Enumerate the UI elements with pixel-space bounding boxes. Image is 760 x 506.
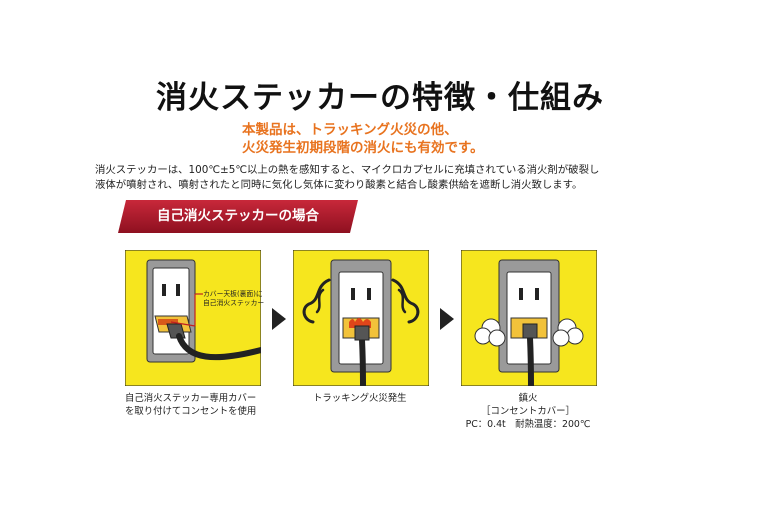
highlight-line-1: 本製品は、トラッキング火災の他、 <box>242 122 458 138</box>
description-line-2: 液体が噴射され、噴射されたと同時に気化し気体に変わり酸素と結合し酸素供給を遮断し… <box>95 178 583 191</box>
step-3-caption: 鎮火 ［コンセントカバー］ PC：0.4t 耐熱温度：200℃ <box>448 392 608 431</box>
step-3-caption-line-2: ［コンセントカバー］ <box>481 406 575 417</box>
arrow-icon <box>440 308 454 334</box>
highlight-line-2: 火災発生初期段階の消火にも有効です。 <box>242 140 484 156</box>
section-banner: 自己消火ステッカーの場合 <box>118 200 358 233</box>
description-line-1: 消火ステッカーは、100℃±5℃以上の熱を感知すると、マイクロカプセルに充填され… <box>95 164 600 176</box>
step-3-caption-line-3: PC：0.4t 耐熱温度：200℃ <box>465 419 591 430</box>
page-title: 消火ステッカーの特徴・仕組み <box>156 80 604 116</box>
description: 消火ステッカーは、100℃±5℃以上の熱を感知すると、マイクロカプセルに充填され… <box>95 163 695 192</box>
step-2-illustration <box>293 250 429 386</box>
banner-label: 自己消火ステッカーの場合 <box>157 208 319 224</box>
step-1-caption: 自己消火ステッカー専用カバー を取り付けてコンセントを使用 <box>125 392 256 418</box>
step-1-callout-line-1: カバー天板(裏面)に <box>203 290 263 298</box>
step-1-callout: カバー天板(裏面)に 自己消火ステッカー <box>203 290 264 308</box>
step-3-caption-line-1: 鎮火 <box>518 393 538 404</box>
highlight-text: 本製品は、トラッキング火災の他、 火災発生初期段階の消火にも有効です。 <box>242 121 542 157</box>
step-1-callout-line-2: 自己消火ステッカー <box>203 299 265 307</box>
banner-shape <box>118 200 358 233</box>
step-2-caption: トラッキング火災発生 <box>313 392 406 405</box>
step-3-illustration <box>461 250 597 386</box>
step-1-caption-line-1: 自己消火ステッカー専用カバー <box>125 393 257 404</box>
step-1-caption-line-2: を取り付けてコンセントを使用 <box>125 406 257 417</box>
step-1-illustration <box>125 250 261 386</box>
arrow-icon <box>272 308 286 334</box>
step-2-caption-line-1: トラッキング火災発生 <box>313 393 407 404</box>
